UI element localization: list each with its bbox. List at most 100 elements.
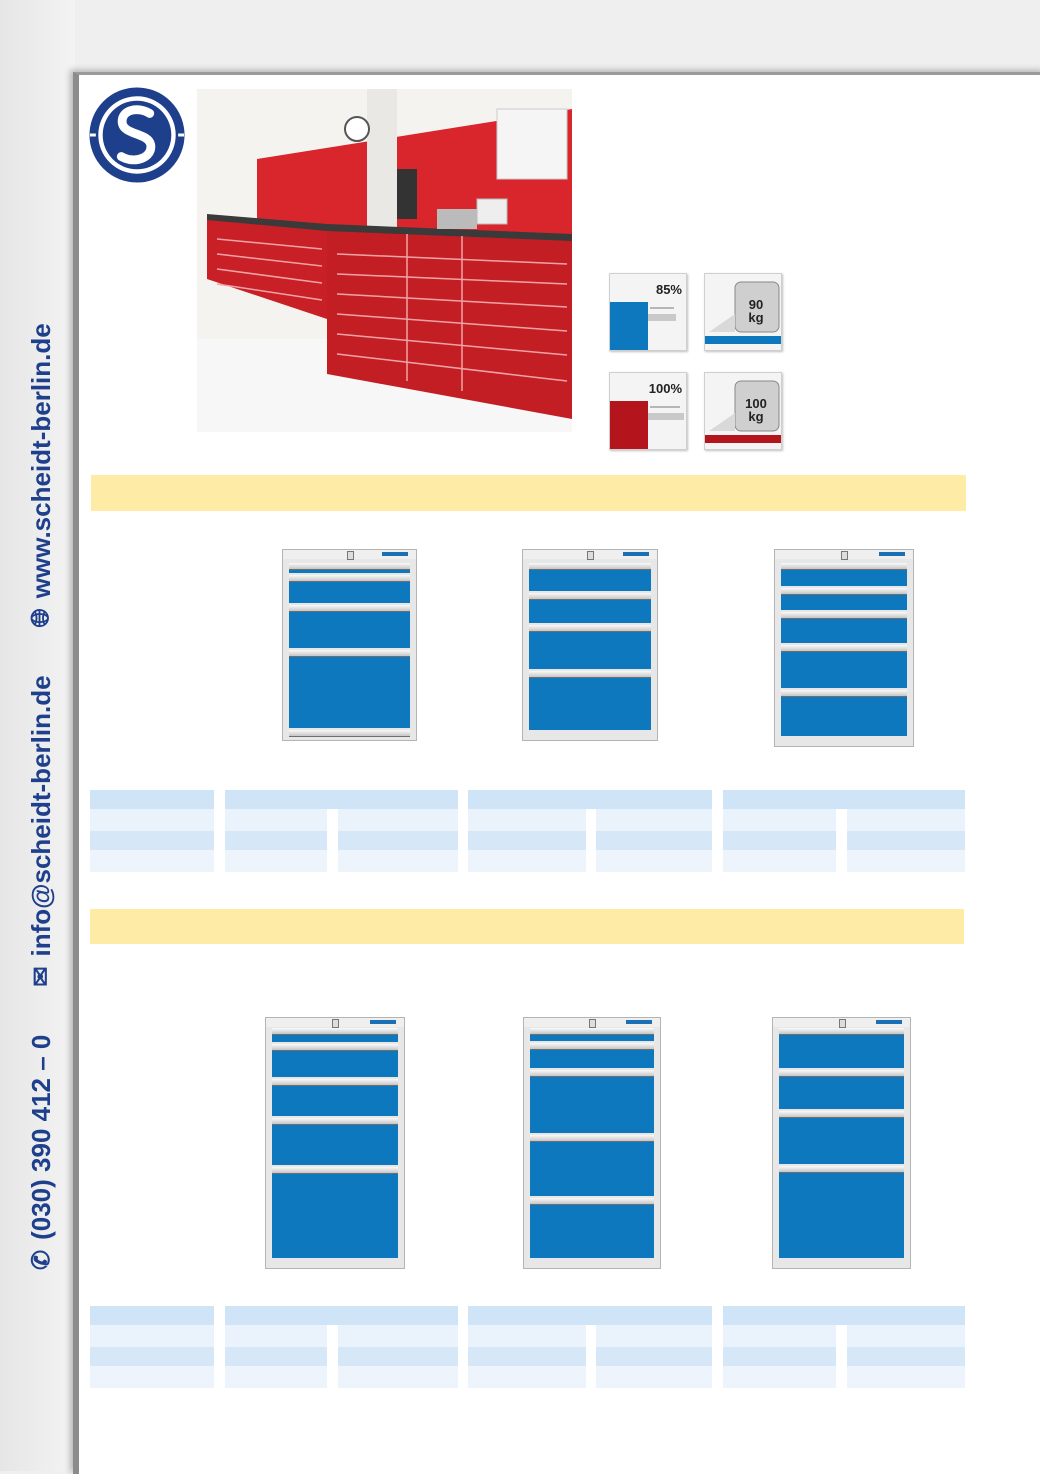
cabinet-top <box>266 1018 404 1028</box>
cabinet-drawer <box>779 1070 904 1109</box>
drawer-extension-icon <box>610 401 684 449</box>
cabinet-drawer <box>781 563 907 586</box>
brand-plate <box>876 1020 902 1024</box>
brand-plate <box>879 552 905 556</box>
brand-plate <box>623 552 649 556</box>
drawer-handle <box>530 1135 654 1142</box>
table-cell <box>468 809 586 831</box>
drawer-handle <box>530 1070 654 1077</box>
drawer-cabinet <box>772 1017 911 1269</box>
table-cell <box>723 850 836 872</box>
drawer-handle <box>779 1028 904 1035</box>
table-cell <box>90 1366 214 1388</box>
brand-plate <box>382 552 408 556</box>
envelope-icon: ✉ <box>27 966 55 987</box>
drawer-handle <box>781 645 907 652</box>
drawer-handle <box>289 563 410 570</box>
cabinet-drawer <box>781 645 907 688</box>
cabinet-drawer <box>779 1111 904 1164</box>
table-cell <box>90 790 214 809</box>
cabinet-drawer <box>289 575 410 603</box>
table-cell <box>225 790 458 809</box>
table-cell <box>847 1366 965 1388</box>
phone-number[interactable]: (030) 390 412 – 0 <box>25 1034 56 1240</box>
extension-percent: 100% <box>648 381 682 396</box>
drawer-handle <box>529 625 651 632</box>
email-link[interactable]: info@scheidt-berlin.de <box>25 675 56 957</box>
drawer-handle <box>779 1166 904 1173</box>
cabinet-drawer <box>529 563 651 591</box>
cabinet-drawer <box>530 1028 654 1041</box>
table-cell <box>596 1347 712 1366</box>
table-cell <box>225 1306 458 1325</box>
table-cell <box>847 850 965 872</box>
drawer-handle <box>529 593 651 600</box>
brand-plate <box>370 1020 396 1024</box>
table-cell <box>225 831 327 850</box>
table-cell <box>468 1306 712 1325</box>
drawer-handle <box>272 1079 398 1086</box>
table-cell <box>723 1366 836 1388</box>
table-cell <box>90 1306 214 1325</box>
website-link[interactable]: www.scheidt-berlin.de <box>25 323 56 599</box>
drawer-handle <box>779 1070 904 1077</box>
table-cell <box>468 1347 586 1366</box>
table-cell <box>723 1325 836 1347</box>
drawer-cabinet <box>282 549 417 741</box>
brand-plate <box>626 1020 652 1024</box>
weight-load-icon <box>705 380 781 443</box>
load-badge-red: 100 kg <box>704 372 782 450</box>
drawer-handle <box>289 650 410 657</box>
table-cell <box>225 809 327 831</box>
drawer-cabinet <box>522 549 658 741</box>
table-cell <box>90 809 214 831</box>
table-cell <box>847 1325 965 1347</box>
table-cell <box>338 1347 458 1366</box>
table-cell <box>468 790 712 809</box>
table-cell <box>596 1366 712 1388</box>
lock-icon <box>346 551 354 560</box>
drawer-handle <box>530 1028 654 1035</box>
cabinet-drawer <box>530 1135 654 1196</box>
cabinet-drawer <box>781 588 907 610</box>
cabinet-drawer <box>289 605 410 648</box>
table-cell <box>723 809 836 831</box>
drawer-handle <box>779 1111 904 1118</box>
drawer-handle <box>272 1028 398 1035</box>
section-header-1 <box>91 475 966 511</box>
drawer-handle <box>530 1043 654 1050</box>
drawer-extension-icon <box>610 302 676 350</box>
cabinet-top <box>775 550 913 560</box>
drawer-cabinet <box>774 549 914 747</box>
drawer-handle <box>289 730 410 737</box>
table-cell <box>338 831 458 850</box>
table-cell <box>225 1366 327 1388</box>
load-badge-blue: 90 kg <box>704 273 782 351</box>
drawer-handle <box>272 1167 398 1174</box>
lock-icon <box>841 551 848 560</box>
cabinet-drawer <box>272 1118 398 1165</box>
extension-badge-red: 100% <box>609 372 687 450</box>
lock-icon <box>589 1019 596 1028</box>
cabinet-top <box>524 1018 660 1028</box>
table-cell <box>847 1347 965 1366</box>
table-cell <box>596 850 712 872</box>
drawer-cabinet <box>265 1017 405 1269</box>
table-cell <box>847 809 965 831</box>
contact-sidebar <box>0 0 75 1471</box>
drawer-handle <box>289 605 410 612</box>
load-capacity: 100 kg <box>745 396 767 424</box>
cabinet-drawer <box>781 612 907 643</box>
table-cell <box>723 1306 965 1325</box>
globe-icon: 🌐︎ <box>27 608 54 628</box>
drawer-handle <box>781 588 907 595</box>
drawer-handle <box>272 1044 398 1051</box>
drawer-cabinet <box>523 1017 661 1269</box>
table-cell <box>468 1325 586 1347</box>
table-cell <box>596 831 712 850</box>
weight-load-icon <box>705 281 781 344</box>
drawer-handle <box>781 612 907 619</box>
table-cell <box>468 831 586 850</box>
section-header-2 <box>90 909 964 944</box>
load-capacity: 90 kg <box>748 297 764 325</box>
